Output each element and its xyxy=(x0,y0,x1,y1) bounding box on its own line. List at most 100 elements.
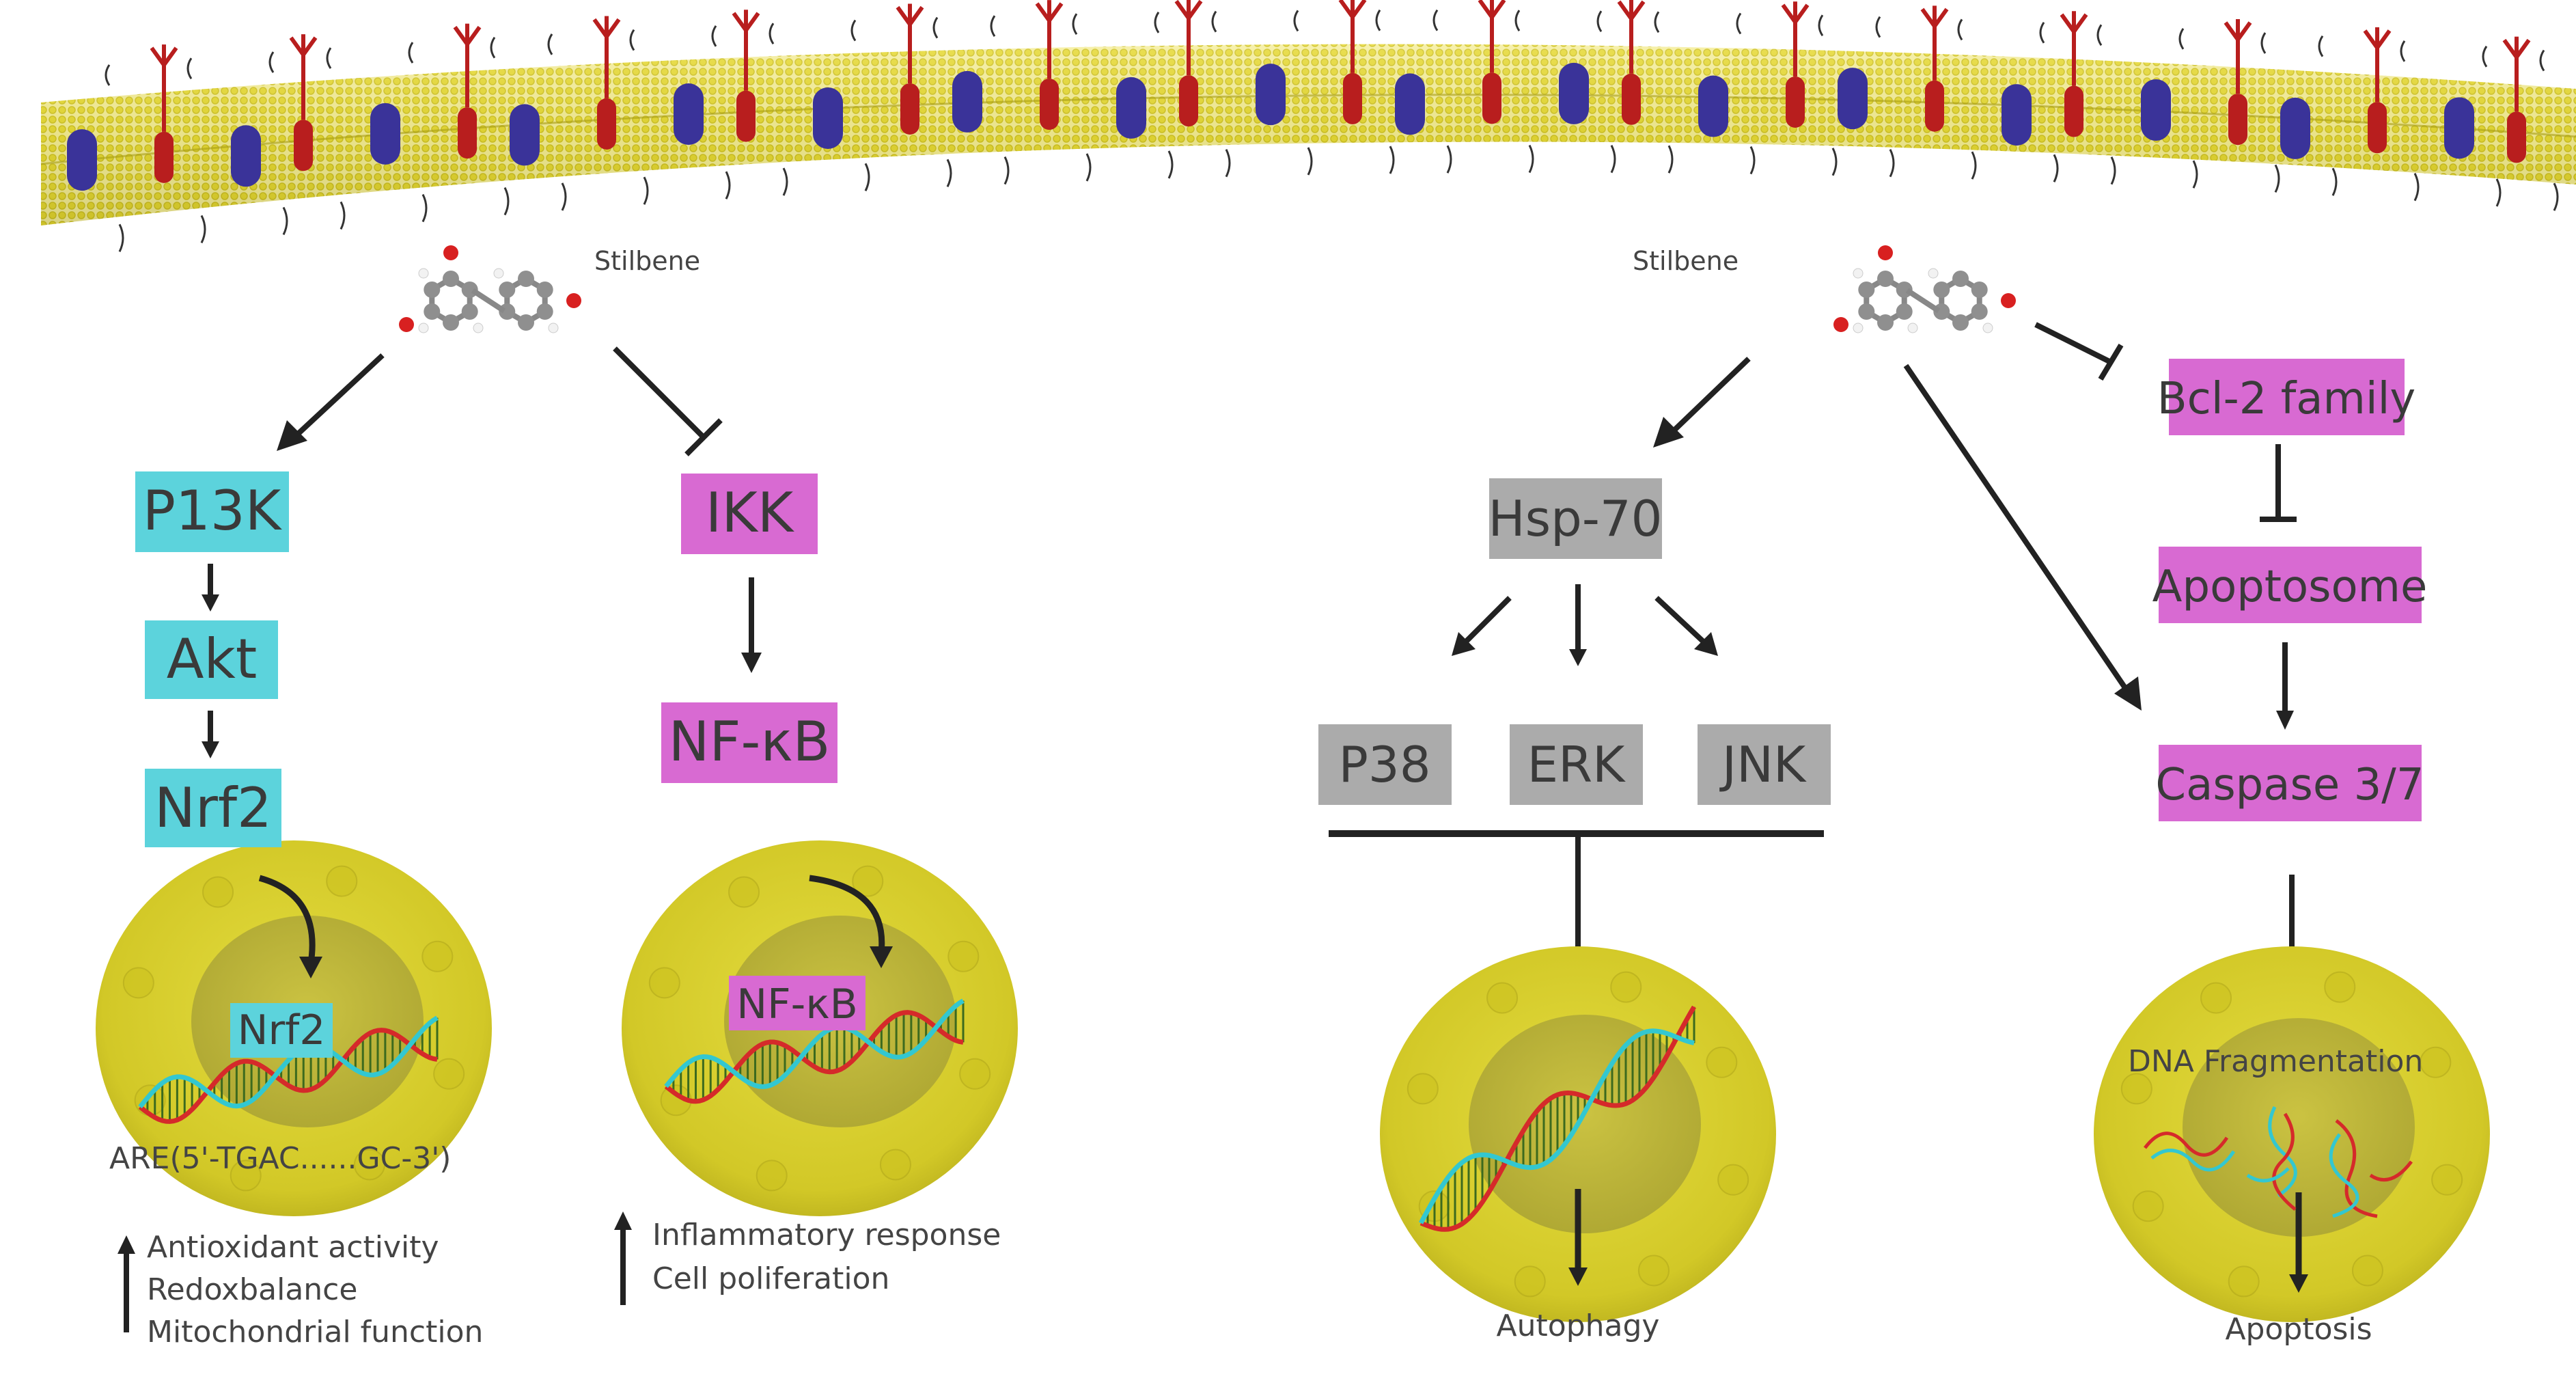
glycoprotein-icon xyxy=(2060,11,2116,185)
membrane-protein-icon xyxy=(2280,35,2338,196)
node-erk-label: ERK xyxy=(1527,736,1626,793)
dna-helix-group xyxy=(138,998,2413,1232)
inhibit-stilbene-ikk xyxy=(613,346,706,439)
effect-mitochondrial: Mitochondrial function xyxy=(147,1315,483,1349)
node-hsp70: Hsp-70 xyxy=(1488,478,1663,559)
membrane-protein-icon xyxy=(1116,12,1174,179)
node-nfkb: NF-κB xyxy=(661,702,837,783)
glycoprotein-icon xyxy=(2363,27,2420,202)
membrane-protein-icon xyxy=(2141,28,2198,189)
glycoprotein-icon xyxy=(1617,0,1674,174)
cell-membrane xyxy=(40,0,2576,252)
nucleus-label-nrf2-text: Nrf2 xyxy=(238,1006,326,1054)
nucleus-label-nfkb-text: NF-κB xyxy=(736,981,858,1028)
up-arrowhead-mid xyxy=(614,1211,632,1230)
glycoprotein-icon xyxy=(1478,0,1534,174)
arrow-stilbene-caspase xyxy=(1903,364,2134,699)
arrowhead-apoptosis-inner xyxy=(2289,1274,2308,1293)
dna-fragments-icon xyxy=(2144,1106,2413,1218)
curved-arrow-nrf2-nucleus xyxy=(258,875,316,964)
stilbene-label-right: Stilbene xyxy=(1633,246,1739,276)
membrane-proteins xyxy=(67,0,2559,252)
arrow-hsp70-jnk xyxy=(1654,596,1710,648)
effect-redox: Redoxbalance xyxy=(147,1272,357,1307)
nucleus-label-nfkb: NF-κB xyxy=(729,976,865,1030)
arrowhead-stilbene-pi3k xyxy=(277,420,307,451)
node-pi3k-label: P13K xyxy=(143,479,283,543)
curved-arrow-nfkb-nucleus xyxy=(809,875,885,954)
dna-helix-icon xyxy=(138,1015,439,1124)
node-jnk-label: JNK xyxy=(1719,736,1807,793)
membrane-protein-icon xyxy=(2444,45,2502,207)
arrowhead-hsp70-jnk xyxy=(1694,632,1718,656)
arrow-stilbene-hsp70 xyxy=(1665,357,1751,439)
molecule-icon-right xyxy=(1833,245,2016,333)
node-akt: Akt xyxy=(145,620,278,699)
membrane-protein-icon xyxy=(952,15,1010,185)
membrane-protein-icon xyxy=(370,42,428,223)
glycoprotein-icon xyxy=(1338,0,1395,174)
node-apoptosome: Apoptosome xyxy=(2152,547,2427,623)
molecule-icon-left xyxy=(399,245,581,333)
glycoprotein-icon xyxy=(732,10,788,196)
glycoprotein-icon xyxy=(896,3,952,188)
effect-antioxidant: Antioxidant activity xyxy=(147,1230,439,1265)
inhibit-bar-ikk xyxy=(684,418,723,456)
membrane-protein-icon xyxy=(813,19,870,191)
curved-arrowhead-nrf2 xyxy=(299,957,322,978)
membrane-protein-icon xyxy=(231,51,288,236)
arrowhead-stilbene-hsp70 xyxy=(1653,417,1684,448)
glycoprotein-icon xyxy=(1920,5,1977,180)
arrowhead-apoptosome-caspase xyxy=(2276,711,2294,730)
inhibit-bar-bcl2 xyxy=(2098,343,2124,381)
arrow-hsp70-p38 xyxy=(1460,596,1512,648)
node-nfkb-label: NF-κB xyxy=(669,710,831,773)
are-sequence-label: ARE(5'-TGAC......GC-3') xyxy=(109,1141,451,1176)
node-caspase: Caspase 3/7 xyxy=(2155,745,2424,821)
glycoprotein-icon xyxy=(592,16,649,205)
node-nrf2: Nrf2 xyxy=(145,769,281,847)
glycoprotein-icon xyxy=(150,44,206,244)
node-hsp70-label: Hsp-70 xyxy=(1488,490,1663,547)
membrane-protein-icon xyxy=(67,64,124,252)
effects-left: Antioxidant activity Redoxbalance Mitoch… xyxy=(117,1230,483,1349)
glycoprotein-icon xyxy=(1174,0,1231,178)
arrowhead-akt-nrf2 xyxy=(202,741,219,758)
glycoprotein-icon xyxy=(289,34,346,230)
arrowhead-hsp70-erk xyxy=(1569,649,1587,666)
stilbene-label-left: Stilbene xyxy=(594,246,700,276)
effects-mid: Inflammatory response Cell poliferation xyxy=(614,1211,1001,1305)
arrow-stilbene-pi3k xyxy=(285,353,385,446)
outcome-autophagy: Autophagy xyxy=(1497,1308,1660,1343)
dna-fragmentation-label: DNA Fragmentation xyxy=(2128,1044,2423,1079)
node-akt-label: Akt xyxy=(167,627,257,691)
membrane-protein-icon xyxy=(1698,12,1756,175)
membrane-protein-icon xyxy=(1395,9,1452,174)
node-bcl2-label: Bcl-2 family xyxy=(2157,374,2416,424)
arrowhead-ikk-nfkb xyxy=(741,653,762,673)
glycoprotein-icon xyxy=(453,23,510,216)
node-bcl2: Bcl-2 family xyxy=(2157,359,2416,435)
node-ikk: IKK xyxy=(681,474,818,554)
membrane-protein-icon xyxy=(1559,10,1616,174)
membrane-protein-icon xyxy=(1256,10,1313,176)
node-p38: P38 xyxy=(1318,724,1452,805)
node-nrf2-label: Nrf2 xyxy=(154,776,272,840)
dna-helix-icon xyxy=(664,998,965,1104)
node-ikk-label: IKK xyxy=(706,481,795,545)
node-erk: ERK xyxy=(1510,724,1643,805)
glycoprotein-icon xyxy=(1035,0,1092,182)
effect-inflammatory: Inflammatory response xyxy=(652,1218,1001,1252)
node-jnk: JNK xyxy=(1698,724,1831,805)
dna-helix-icon xyxy=(1418,1005,1697,1232)
arrowhead-stilbene-caspase xyxy=(2114,676,2142,711)
up-arrowhead-left xyxy=(117,1235,135,1254)
arrowhead-pi3k-akt xyxy=(202,594,219,612)
pathway-connectors xyxy=(202,322,2301,978)
inhibit-stilbene-bcl2 xyxy=(2034,322,2112,365)
glycoprotein-icon xyxy=(2224,18,2280,193)
nucleus-label-nrf2: Nrf2 xyxy=(230,1003,333,1058)
effect-proliferation: Cell poliferation xyxy=(652,1261,889,1296)
node-p38-label: P38 xyxy=(1338,736,1430,793)
